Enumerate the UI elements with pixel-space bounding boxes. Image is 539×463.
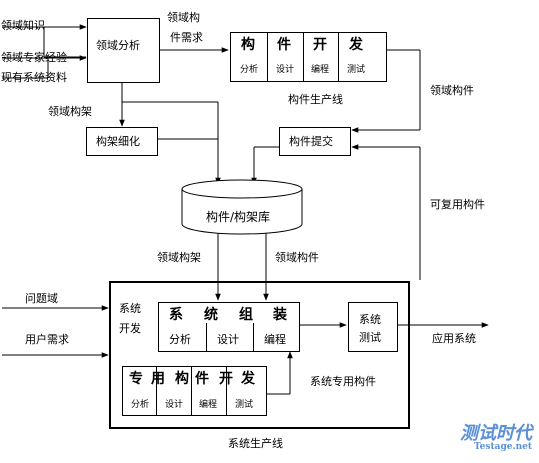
- user-requirements-label: 用户需求: [25, 333, 69, 346]
- system-test-label-2: 测试: [359, 331, 381, 344]
- specific-dev-step-testing: 测试: [235, 400, 254, 410]
- specific-dev-title-3: 构: [175, 371, 189, 387]
- component-dev-step-analysis: 分析: [240, 65, 259, 75]
- problem-domain-label: 问题域: [25, 292, 58, 305]
- domain-framework-left-label: 领域构架: [48, 105, 92, 118]
- system-assembly-step-design: 设计: [217, 333, 239, 346]
- component-dev-title-2: 件: [277, 37, 291, 53]
- system-assembly-title-1: 系: [169, 307, 183, 323]
- system-dev-label-1: 系统: [119, 302, 141, 315]
- input-existing-materials: 现有系统资料: [1, 71, 67, 84]
- component-submit-box: 构件提交: [279, 127, 351, 156]
- system-assembly-title-4: 装: [273, 307, 287, 323]
- domain-analysis-box: 领域分析: [87, 18, 160, 83]
- component-req-label-2: 件需求: [170, 31, 203, 44]
- framework-refine-label: 构架细化: [96, 135, 140, 148]
- component-req-label-1: 领域构: [167, 11, 200, 24]
- specific-dev-step-coding: 编程: [199, 400, 218, 410]
- system-line-label: 系统生产线: [228, 437, 283, 450]
- component-dev-title-4: 发: [349, 37, 363, 53]
- lower-framework-label: 领域构架: [157, 251, 201, 264]
- system-assembly-step-analysis: 分析: [169, 333, 191, 346]
- input-domain-knowledge: 领域知识: [1, 19, 45, 32]
- domain-component-right-label: 领域构件: [430, 84, 474, 97]
- repository-label: 构件/构架库: [206, 210, 271, 224]
- application-system-label: 应用系统: [432, 332, 476, 345]
- system-specific-components-label: 系统专用构件: [310, 375, 376, 388]
- specific-dev-step-analysis: 分析: [131, 400, 150, 410]
- lower-component-label: 领域构件: [275, 251, 319, 264]
- system-assembly-title-2: 统: [204, 307, 218, 323]
- reusable-components-label: 可复用构件: [430, 198, 485, 211]
- component-dev-title-3: 开: [313, 37, 327, 53]
- system-assembly-title-3: 组: [239, 307, 253, 323]
- system-assembly-box: 系 统 组 装 分析 设计 编程: [158, 302, 300, 352]
- specific-dev-title-6: 发: [241, 371, 255, 387]
- watermark-logo: 测试时代: [460, 423, 532, 444]
- specific-dev-title-1: 专: [129, 371, 143, 387]
- specific-component-dev-box: 专 用 构 件 开 发 分析 设计 编程 测试: [122, 366, 267, 416]
- component-dev-title-1: 构: [241, 37, 255, 53]
- watermark-logo-sub: Testage.net: [474, 442, 533, 452]
- component-line-label: 构件生产线: [288, 93, 343, 106]
- system-test-label-1: 系统: [359, 313, 381, 326]
- framework-refine-box: 构架细化: [86, 127, 158, 156]
- domain-analysis-label: 领域分析: [96, 39, 140, 52]
- specific-dev-step-design: 设计: [165, 400, 184, 410]
- component-dev-box: 构 件 开 发 分析 设计 编程 测试: [230, 32, 387, 82]
- component-dev-step-design: 设计: [276, 65, 295, 75]
- component-dev-step-testing: 测试: [347, 65, 366, 75]
- system-dev-label-2: 开发: [119, 322, 141, 335]
- component-dev-step-coding: 编程: [311, 65, 330, 75]
- input-domain-experts: 领域专家经验: [1, 51, 67, 64]
- system-test-box: 系统 测试: [348, 302, 398, 352]
- system-assembly-step-coding: 编程: [264, 333, 286, 346]
- specific-dev-title-2: 用: [151, 371, 165, 387]
- specific-dev-title-4: 件: [195, 371, 209, 387]
- system-line-frame: [109, 281, 410, 429]
- repository-cylinder: [181, 179, 303, 235]
- component-submit-label: 构件提交: [289, 135, 333, 148]
